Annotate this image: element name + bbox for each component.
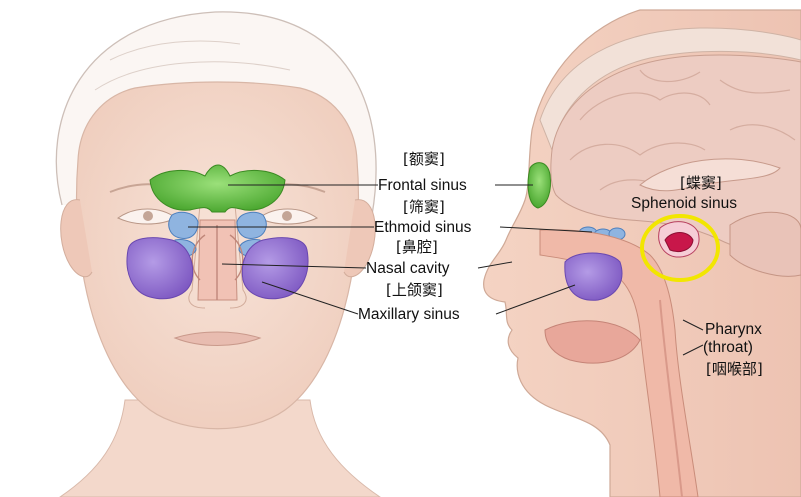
frontal-sinus-label: Frontal sinus (378, 178, 467, 194)
ethmoid-sinus-cn-label: [筛窦] (403, 200, 445, 215)
pharynx-label: Pharynx (705, 322, 762, 338)
pharynx-cn-label: [咽喉部] (706, 362, 763, 377)
maxillary-sinus-label: Maxillary sinus (358, 307, 460, 323)
ethmoid-sinus-label: Ethmoid sinus (374, 220, 471, 236)
pharynx-throat-label: (throat) (703, 340, 753, 356)
nasal-cavity-cn-label: [鼻腔] (396, 240, 438, 255)
front-face (56, 12, 380, 497)
nasal-cavity-label: Nasal cavity (366, 261, 450, 277)
side-profile (484, 10, 801, 497)
frontal-sinus-cn-label: [额窦] (403, 152, 445, 167)
sphenoid-sinus-cn-label: [蝶窦] (680, 176, 722, 191)
sphenoid-sinus-label: Sphenoid sinus (631, 196, 737, 212)
maxillary-sinus-cn-label: [上颌窦] (386, 283, 443, 298)
